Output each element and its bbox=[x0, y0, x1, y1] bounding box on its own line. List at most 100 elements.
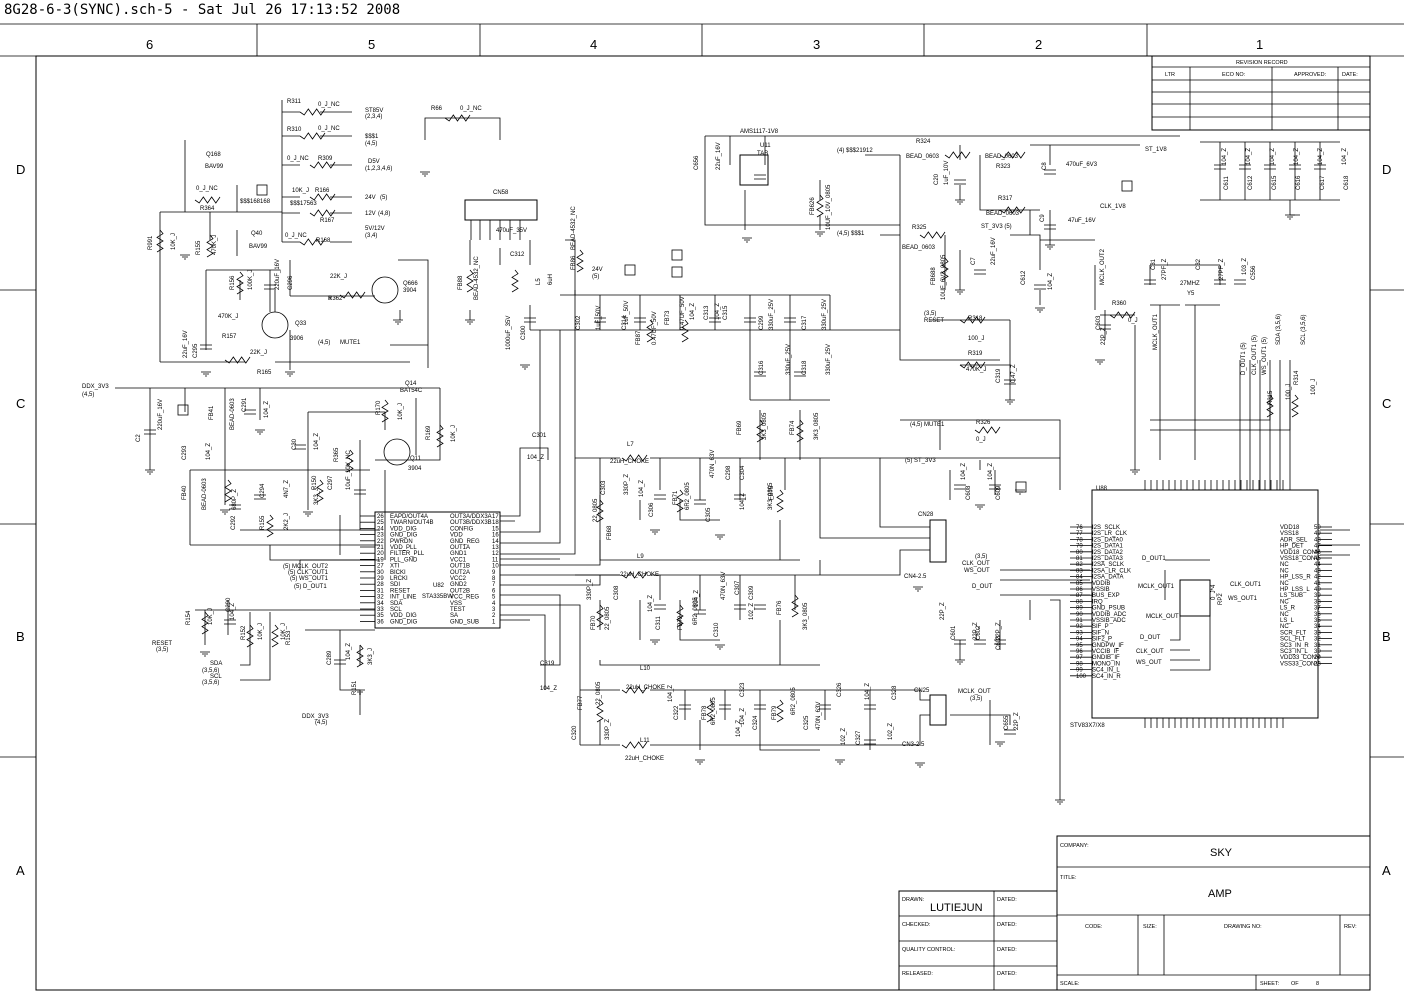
capacitor-symbol bbox=[954, 179, 966, 185]
label-c317: C317 bbox=[802, 315, 808, 330]
u88-pin-name: I2S_LR_CLK bbox=[1092, 531, 1127, 537]
zone-right-C: C bbox=[1382, 396, 1391, 411]
label-c326: C326 bbox=[837, 682, 843, 697]
u88-pin-num: 48 bbox=[1314, 537, 1321, 543]
label-c322: C322 bbox=[674, 705, 680, 720]
capacitor-symbol bbox=[334, 659, 346, 665]
u88-pin-num: 89 bbox=[1076, 606, 1083, 612]
u88-pin-num: 46 bbox=[1314, 550, 1321, 556]
label-fb68v: 22_0805 bbox=[593, 498, 599, 522]
u88-pin-num: 91 bbox=[1076, 618, 1083, 624]
u88-pin-num: 100 bbox=[1076, 674, 1087, 680]
u88-pin-name: HP_DET bbox=[1280, 544, 1304, 550]
label-l5v: 6uH bbox=[548, 274, 554, 285]
label-fb74: FB74 bbox=[790, 420, 796, 435]
ground-symbol bbox=[200, 651, 210, 657]
resistor-symbol bbox=[776, 489, 784, 513]
u88-pin-num: 94 bbox=[1076, 637, 1083, 643]
label-fb77: FB77 bbox=[578, 695, 584, 710]
label-c8v: 470uF_6V3 bbox=[1066, 162, 1098, 168]
u82-pin-num: 8 bbox=[492, 576, 496, 582]
label-r154: R154 bbox=[186, 610, 192, 625]
resistor-symbol bbox=[621, 571, 648, 579]
capacitor-symbol bbox=[1289, 164, 1301, 170]
label-mute2: (4,5) MUTE1 bbox=[910, 422, 945, 428]
label-c615v: 104_Z bbox=[1270, 148, 1276, 165]
label-c303: C303 bbox=[601, 480, 607, 495]
label-c289: C289 bbox=[327, 650, 333, 665]
label-s1b: (4,5) $$$1 bbox=[837, 231, 865, 237]
resistor-symbol bbox=[246, 624, 254, 648]
capacitor-symbol bbox=[954, 639, 966, 645]
ground-symbol bbox=[715, 644, 725, 650]
zone-top-5: 5 bbox=[368, 37, 375, 52]
label-r165v: 22K_J bbox=[250, 350, 267, 356]
test-point-icon bbox=[177, 404, 189, 416]
u88-pin-num: 40 bbox=[1314, 587, 1321, 593]
drawing-no-label: DRAWING NO: bbox=[1224, 924, 1262, 930]
zone-left-D: D bbox=[16, 162, 25, 177]
label-r326: R326 bbox=[976, 420, 991, 426]
u88-pin-num: 99 bbox=[1076, 668, 1083, 674]
ground-symbol bbox=[650, 639, 660, 645]
u88-pin-num: 36 bbox=[1314, 612, 1321, 618]
resistor-symbol bbox=[271, 624, 279, 648]
u82-pin-num: 35 bbox=[377, 613, 384, 619]
u88-pin-num: 31 bbox=[1314, 643, 1321, 649]
label-c308v: 330P_Z bbox=[587, 579, 593, 600]
label-r151v: 3K3_J bbox=[368, 648, 374, 665]
label-c30: C30 bbox=[292, 438, 298, 450]
label-c319v: 104_Z bbox=[540, 686, 557, 692]
resistor-symbol bbox=[201, 611, 209, 635]
label-mclk1b: MCLK_OUT1 bbox=[1138, 584, 1175, 590]
label-mute: MUTE1 bbox=[340, 340, 361, 346]
label-r360v: 0_J bbox=[1128, 318, 1138, 324]
ground-symbol bbox=[1130, 469, 1140, 475]
u82-pin-num: 9 bbox=[492, 570, 496, 576]
label-st1v8: ST_1V8 bbox=[1145, 147, 1167, 153]
capacitor-symbol bbox=[719, 704, 731, 710]
u82-pin-num: 18 bbox=[492, 520, 499, 526]
ground-symbol bbox=[815, 231, 825, 237]
label-clkout1: CLK_OUT1 (5) bbox=[1252, 335, 1258, 375]
u88-pin-num: 38 bbox=[1314, 599, 1321, 605]
capacitor-symbol bbox=[694, 609, 706, 615]
test-point-icon bbox=[624, 264, 636, 276]
resistor-symbol bbox=[156, 229, 164, 253]
label-l11: L11 bbox=[640, 738, 650, 744]
label-r166: R166 bbox=[315, 188, 330, 194]
capacitor-symbol bbox=[1004, 379, 1016, 385]
label-ddx2p: (4,5) bbox=[315, 720, 327, 726]
capacitor-symbol bbox=[200, 344, 212, 350]
label-ddxp: (4,5) bbox=[82, 392, 94, 398]
u88-pin-num: 90 bbox=[1076, 612, 1083, 618]
label-fb626: FB626 bbox=[810, 197, 816, 215]
capacitor-symbol bbox=[1214, 164, 1226, 170]
u88-pin-name: LS_R bbox=[1280, 606, 1296, 612]
label-c603b: C603 bbox=[996, 635, 1002, 650]
label-l10: L10 bbox=[640, 666, 651, 672]
label-c602: C602 bbox=[976, 625, 982, 640]
label-dout1: D_OUT1 (5) bbox=[1241, 342, 1247, 375]
u82-pin-num: 22 bbox=[377, 539, 384, 545]
label-r315: R315 bbox=[1268, 390, 1274, 405]
label-c292: C292 bbox=[231, 515, 237, 530]
label-d_out1b: D_OUT1 bbox=[1142, 556, 1166, 562]
u82-pin-name: OUT2B bbox=[450, 588, 470, 594]
resistor-symbol bbox=[224, 479, 232, 503]
zone-right-A: A bbox=[1382, 863, 1391, 878]
label-fb40v: BEAD-0603 bbox=[202, 478, 208, 510]
label-c603: C603 bbox=[1096, 315, 1102, 330]
label-mclk2b: MCLK_OUT2 bbox=[1100, 248, 1106, 285]
label-c324: C324 bbox=[753, 715, 759, 730]
label-c322v: 104_Z bbox=[668, 685, 674, 702]
label-l11v: 22uH_CHOKE bbox=[625, 756, 664, 762]
u88-pin-name: SIF_N bbox=[1092, 630, 1109, 636]
u88-pin-num: 83 bbox=[1076, 568, 1083, 574]
capacitor-symbol bbox=[229, 504, 241, 510]
u88-pin-num: 80 bbox=[1076, 550, 1083, 556]
u88-pin-name: GND_PSUB bbox=[1092, 606, 1125, 612]
ground-symbol bbox=[650, 529, 660, 535]
label-c20v: 1uF_10V bbox=[944, 161, 950, 185]
capacitor-symbol bbox=[819, 704, 831, 710]
